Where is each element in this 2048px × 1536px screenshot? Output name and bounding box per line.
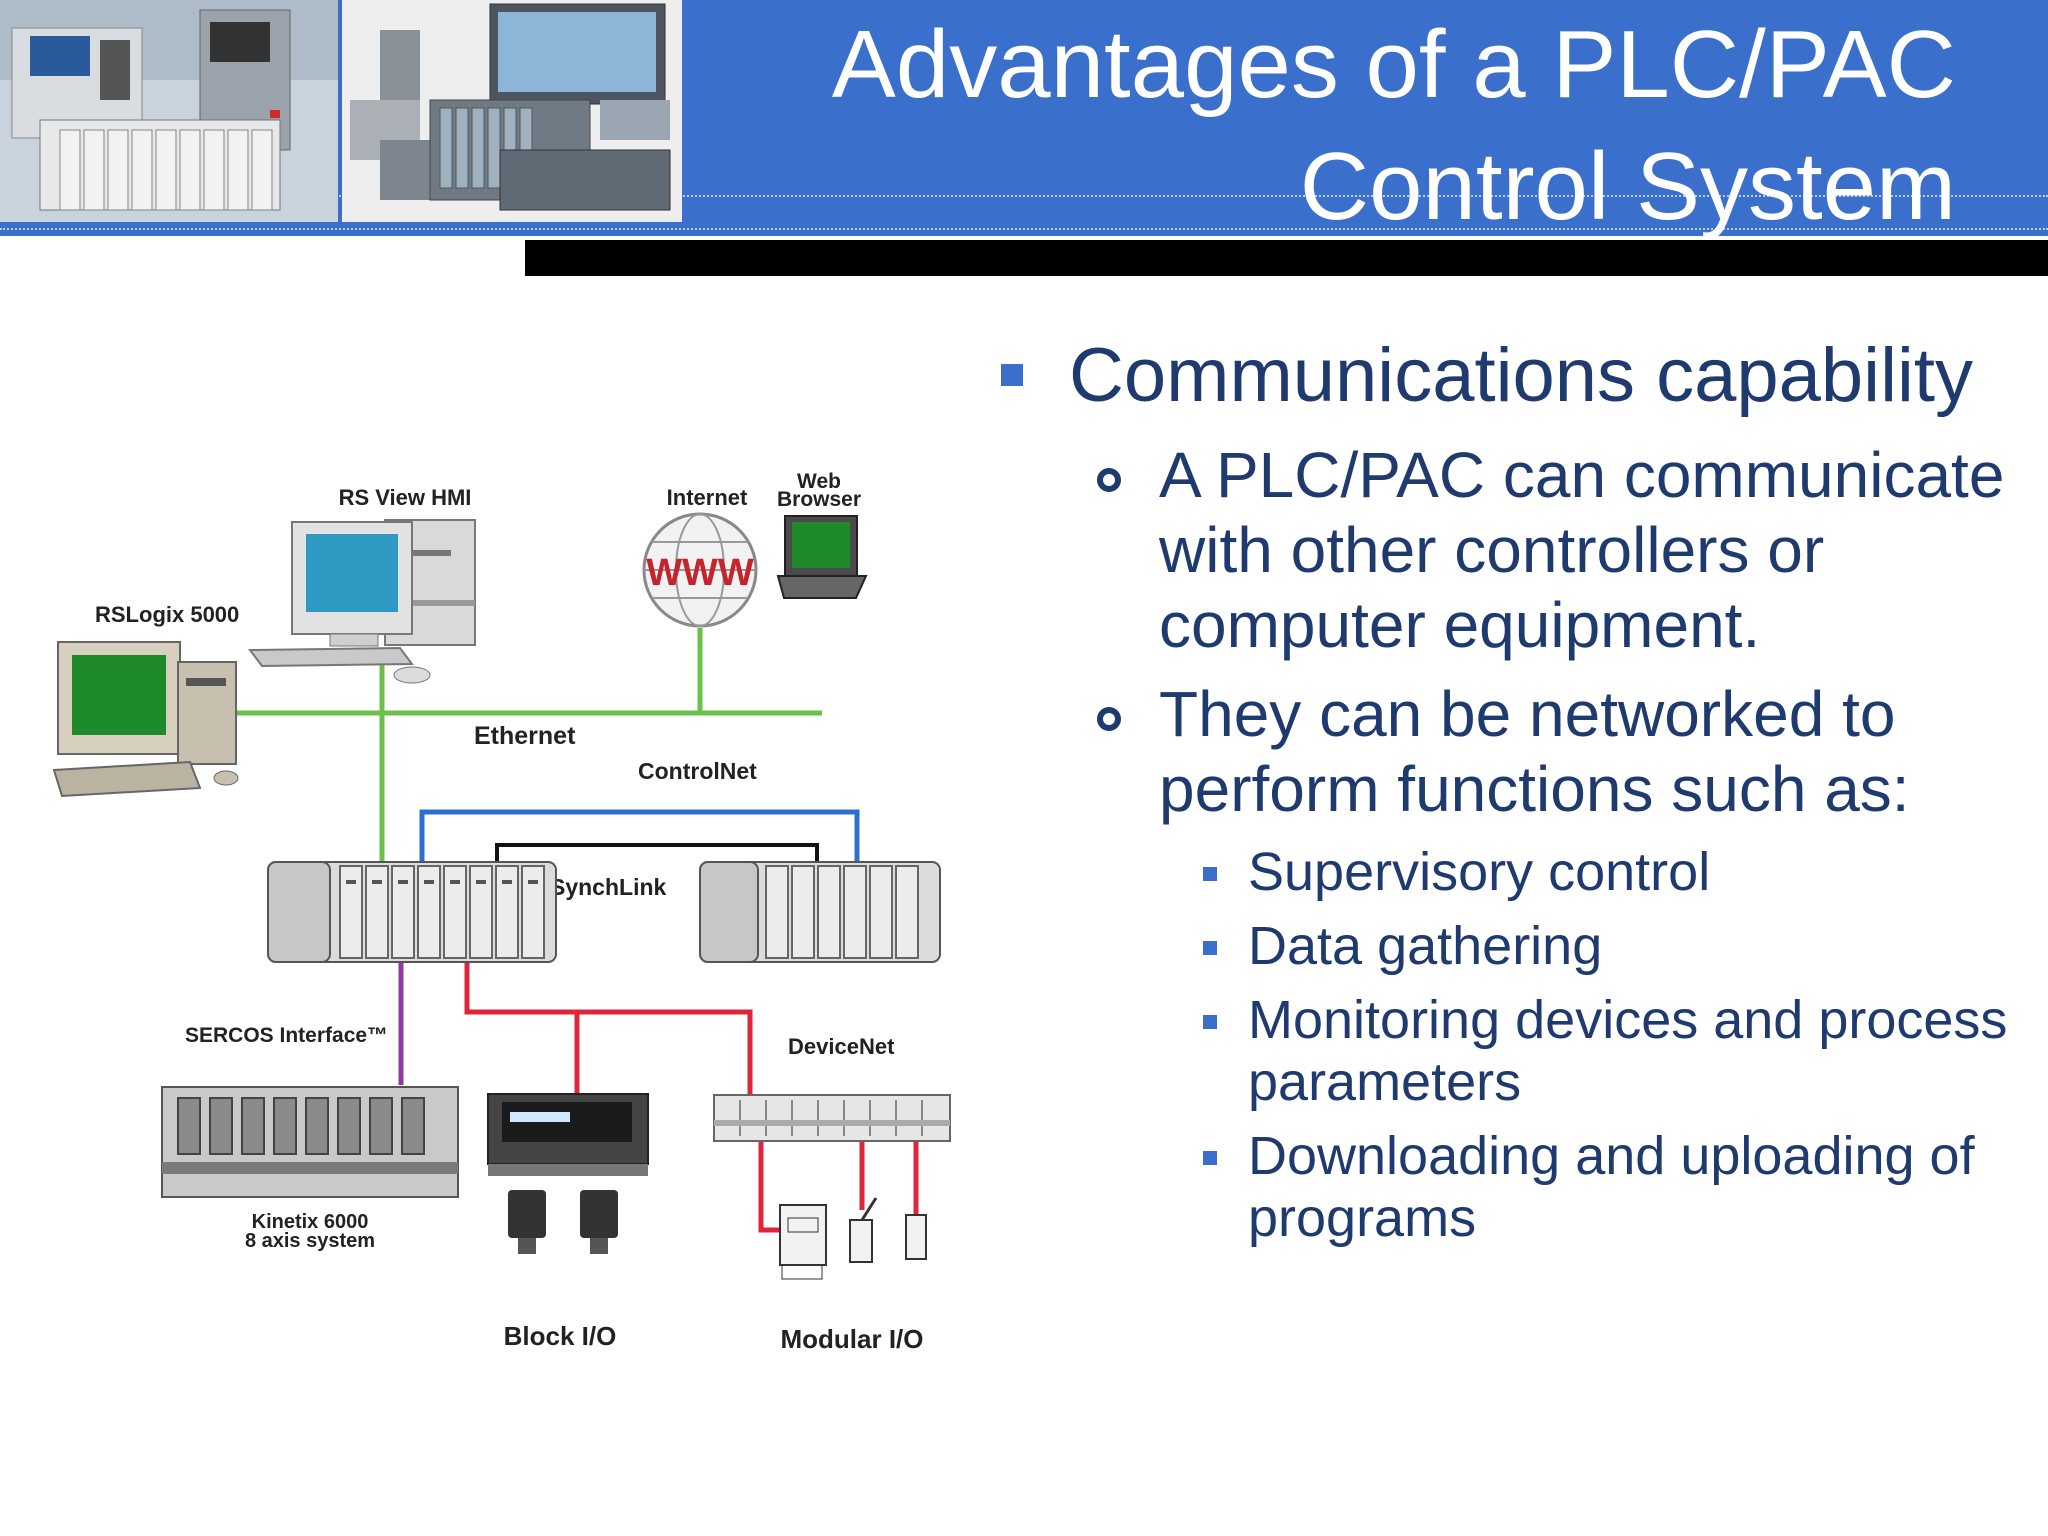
- function-text: Monitoring devices and process parameter…: [1248, 990, 2008, 1112]
- square-bullet-icon: [1203, 867, 1217, 881]
- function-text: Downloading and uploading of programs: [1248, 1126, 1975, 1248]
- rsview-hmi-computer-icon: [248, 519, 476, 684]
- slide-title: Advantages of a PLC/PAC Control System: [656, 4, 1956, 248]
- function-item: Monitoring devices and process parameter…: [985, 989, 2025, 1113]
- sub-bullet: They can be networked to perform functio…: [985, 677, 2025, 827]
- modular-io-label: Modular I/O: [781, 1324, 924, 1354]
- slide-header: Advantages of a PLC/PAC Control System: [0, 0, 2048, 240]
- modular-io-rack-icon: [713, 1094, 951, 1142]
- function-item: Data gathering: [985, 915, 2025, 977]
- synchlink-label: SynchLink: [550, 874, 667, 900]
- controller-photo-right: [342, 0, 682, 222]
- sub-bullet-text: A PLC/PAC can communicate with other con…: [1159, 439, 2005, 661]
- block-io-label: Block I/O: [504, 1321, 617, 1351]
- function-text: Data gathering: [1248, 916, 1603, 976]
- web-browser-laptop-icon: [776, 515, 868, 599]
- sub-bullet: A PLC/PAC can communicate with other con…: [985, 438, 2025, 663]
- field-device-icons: [779, 1197, 927, 1280]
- bullet-text: Communications capability: [1069, 333, 1973, 418]
- header-rule-dotted-lower: [0, 228, 2048, 230]
- ethernet-network: [235, 628, 822, 862]
- title-line-1: Advantages of a PLC/PAC: [831, 11, 1956, 118]
- title-line-2: Control System: [1299, 133, 1956, 240]
- rslogix-workstation-icon: [52, 641, 239, 798]
- function-text: Supervisory control: [1248, 842, 1711, 902]
- function-item: Supervisory control: [985, 841, 2025, 903]
- rsview-hmi-label: RS View HMI: [339, 485, 472, 510]
- slide-bullet-list: Communications capability A PLC/PAC can …: [985, 332, 2025, 1261]
- square-bullet-icon: [1203, 1015, 1217, 1029]
- synchlink-network: [495, 843, 819, 862]
- devicenet-label: DeviceNet: [788, 1034, 895, 1059]
- function-item: Downloading and uploading of programs: [985, 1125, 2025, 1249]
- controlnet-network: [419, 809, 860, 862]
- internet-label: Internet: [667, 485, 748, 510]
- web-browser-label-line1: Web: [797, 470, 841, 493]
- network-architecture-diagram: RSLogix 5000 RS View HMI WWW Internet We…: [52, 470, 951, 1354]
- controllogix-chassis-right: [699, 861, 941, 963]
- square-bullet-icon: [1203, 1151, 1217, 1165]
- sub-bullet-text: They can be networked to perform functio…: [1159, 678, 1910, 825]
- plc-product-photos: [0, 0, 682, 222]
- web-browser-label-line2: Browser: [777, 488, 861, 511]
- kinetix-drive-rack-icon: [161, 1086, 459, 1198]
- kinetix-label-line1: Kinetix 6000: [252, 1211, 369, 1233]
- ring-bullet-icon: [1097, 468, 1121, 492]
- rslogix-label: RSLogix 5000: [95, 602, 239, 627]
- sercos-interface-label: SERCOS Interface™: [185, 1024, 388, 1047]
- square-bullet-icon: [1203, 941, 1217, 955]
- bullet-communications: Communications capability: [985, 332, 2025, 420]
- controller-photo-left: [0, 0, 338, 222]
- header-black-band: [525, 240, 2048, 276]
- controlnet-label: ControlNet: [638, 758, 757, 784]
- block-io-module-icon: [487, 1093, 649, 1254]
- ring-bullet-icon: [1097, 707, 1121, 731]
- ethernet-label: Ethernet: [474, 722, 576, 750]
- square-bullet-icon: [1001, 364, 1023, 386]
- www-glyph: WWW: [646, 552, 754, 594]
- kinetix-label-line2: 8 axis system: [245, 1230, 375, 1252]
- internet-globe-icon: WWW: [642, 512, 758, 628]
- header-rule-dotted: [0, 195, 2048, 197]
- controllogix-chassis-left: [267, 861, 557, 963]
